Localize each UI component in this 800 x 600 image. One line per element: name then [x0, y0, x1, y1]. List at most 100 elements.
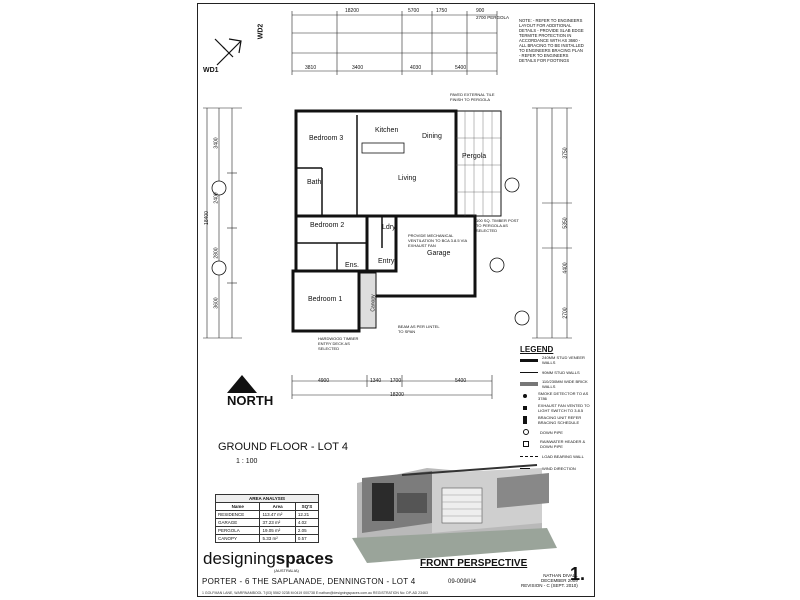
- drawing-date: DECEMBER 2009: [541, 578, 578, 583]
- legend-item: BRACING UNIT REFER BRACING SCHEDULE: [520, 414, 590, 426]
- drawing-scale: 1 : 100: [236, 458, 258, 465]
- top-dimension-lines: [291, 11, 498, 75]
- dim-top-9: 2700 PERGOLA: [476, 15, 510, 20]
- table-row: CANOPY 5.33 m² 0.57: [214, 534, 320, 543]
- down-pipe-icon: [523, 429, 529, 435]
- drawing-title: GROUND FLOOR - LOT 4: [218, 441, 348, 453]
- rainwater-header-icon: [523, 441, 529, 447]
- legend-item: DOWN PIPE: [520, 426, 590, 438]
- dim-bottom-2: 1340: [370, 378, 382, 384]
- room-bedroom2: Bedroom 2: [310, 222, 345, 229]
- room-pergola: Pergola: [462, 153, 487, 160]
- dim-top-6: 3400: [352, 65, 364, 71]
- dim-top-8: 5400: [455, 65, 467, 71]
- revision: REVISION - C (SEPT. 2010): [521, 583, 578, 588]
- drawn-info: NATHAN DIVALL DECEMBER 2009 REVISION - C…: [521, 573, 578, 588]
- note-timber-post: 100 SQ. TIMBER POST TO PERGOLA AS SELECT…: [476, 218, 519, 233]
- pergola-area: [455, 110, 502, 217]
- table-header: Name: [214, 502, 261, 511]
- room-bedroom1: Bedroom 1: [308, 296, 343, 303]
- room-dining: Dining: [422, 133, 442, 140]
- contact-details: 1 GOLFMAN LANE, WARRNAMBOOL T:(03) 5562 …: [202, 591, 428, 595]
- dim-top-3: 1750: [436, 8, 448, 14]
- front-perspective-title: FRONT PERSPECTIVE: [420, 558, 528, 569]
- table-header: SQ'S: [294, 502, 320, 511]
- legend: LEGEND 240MM STUD VENEER WALLS 90MM STUD…: [520, 345, 590, 474]
- wind-direction-1-label: WD1: [203, 67, 219, 74]
- north-arrow-icon: [227, 375, 257, 393]
- legend-item: 110/230MM WIDE BRICK WALLS: [520, 378, 590, 390]
- area-analysis-table: AREA ANALYSIS Name Area SQ'S RESIDENCE 1…: [214, 494, 320, 543]
- legend-item: 90MM STUD WALLS: [520, 366, 590, 378]
- legend-item: RAINWATER HEADER & DOWN PIPE: [520, 438, 590, 450]
- north-label: NORTH: [227, 393, 274, 408]
- dim-bottom-4: 5400: [455, 378, 467, 384]
- dim-left-2: 2400: [213, 192, 220, 204]
- dim-left-4: 3600: [213, 297, 220, 309]
- brand-bold: spaces: [275, 549, 334, 568]
- project-address: PORTER - 6 THE SAPLANADE, DENNINGTON - L…: [202, 577, 416, 586]
- room-ens: Ens.: [345, 262, 360, 269]
- dim-left-total: 18400: [203, 211, 210, 225]
- dim-left-1: 3400: [213, 137, 220, 149]
- dim-top-2: 5700: [408, 8, 420, 14]
- room-bedroom3: Bedroom 3: [309, 135, 344, 142]
- legend-item: 240MM STUD VENEER WALLS: [520, 354, 590, 366]
- section-markers: [211, 177, 530, 326]
- room-laundry: Ldry: [382, 224, 396, 231]
- right-dimension-lines: [532, 107, 572, 339]
- wind-direction-legend-icon: [520, 467, 530, 469]
- dim-bottom-total: 18200: [390, 392, 404, 398]
- dim-right-4: 2700: [562, 307, 569, 319]
- brick-wall-symbol-icon: [520, 382, 538, 386]
- kitchen-bench: [361, 142, 405, 154]
- smoke-detector-icon: [523, 394, 527, 398]
- legend-item: SMOKE DETECTOR TO AS 3786: [520, 390, 590, 402]
- room-entry: Entry: [378, 258, 395, 265]
- room-living: Living: [398, 175, 417, 182]
- room-bath: Bath: [307, 179, 322, 186]
- wind-direction-2-label: WD2: [257, 23, 265, 40]
- table-header: Area: [259, 502, 296, 511]
- legend-item: EXHAUST FAN VENTED TO LIGHT SWITCH TO 3.…: [520, 402, 590, 414]
- sheet-number: 1.: [570, 564, 586, 584]
- front-perspective-render: [352, 464, 557, 563]
- dim-right-1: 3750: [562, 147, 569, 159]
- load-bearing-wall-icon: [520, 455, 538, 457]
- table-row: PERGOLA 19.05 m² 2.05: [214, 526, 320, 535]
- room-kitchen: Kitchen: [375, 127, 399, 134]
- floor-plan: [203, 11, 572, 563]
- legend-heading: LEGEND: [520, 345, 554, 354]
- dim-top-4: 900: [476, 8, 485, 14]
- company-logo: designingspaces (AUSTRALIA): [203, 549, 334, 573]
- note-entry-deck: HARDWOOD TIMBER ENTRY DECK AS SELECTED: [318, 336, 359, 351]
- note-pergola-tile: PAVED EXTERNAL TILE FINISH TO PERGOLA: [450, 92, 495, 102]
- room-garage: Garage: [427, 250, 451, 257]
- area-analysis-caption: AREA ANALYSIS: [215, 494, 319, 503]
- dim-right-3: 4400: [562, 262, 569, 274]
- dim-left-3: 2800: [213, 247, 220, 259]
- note-mech-vent: PROVIDE MECHANICAL VENTILATION TO BCA 3.…: [408, 233, 467, 248]
- dim-bottom-3: 1700: [390, 378, 402, 384]
- veneer-wall-symbol-icon: [520, 358, 538, 362]
- bracing-unit-icon: [523, 416, 527, 424]
- table-row: GARAGE 37.23 m² 4.02: [214, 518, 320, 527]
- legend-item: WIND DIRECTION: [520, 462, 590, 474]
- sheet-border: [197, 3, 595, 597]
- dim-top-1: 18200: [345, 8, 359, 14]
- brand-light: designing: [203, 549, 276, 568]
- legend-item: LOAD BEARING WALL: [520, 450, 590, 462]
- wind-direction-icon: [214, 38, 242, 66]
- dim-top-5: 3810: [305, 65, 317, 71]
- note-beam: BEAM AS PER LINTEL TO SPAN: [398, 324, 440, 334]
- dim-bottom-1: 4900: [318, 378, 330, 384]
- general-notes: NOTE: - REFER TO ENGINEERS LAYOUT FOR AD…: [519, 18, 584, 63]
- room-canopy: Canopy: [370, 294, 377, 312]
- canopy-area: [359, 272, 377, 329]
- exhaust-fan-icon: [523, 406, 527, 410]
- stud-wall-symbol-icon: [520, 371, 538, 373]
- dim-top-7: 4030: [410, 65, 422, 71]
- drawn-by: NATHAN DIVALL: [543, 573, 578, 578]
- left-dimension-lines: [203, 107, 242, 339]
